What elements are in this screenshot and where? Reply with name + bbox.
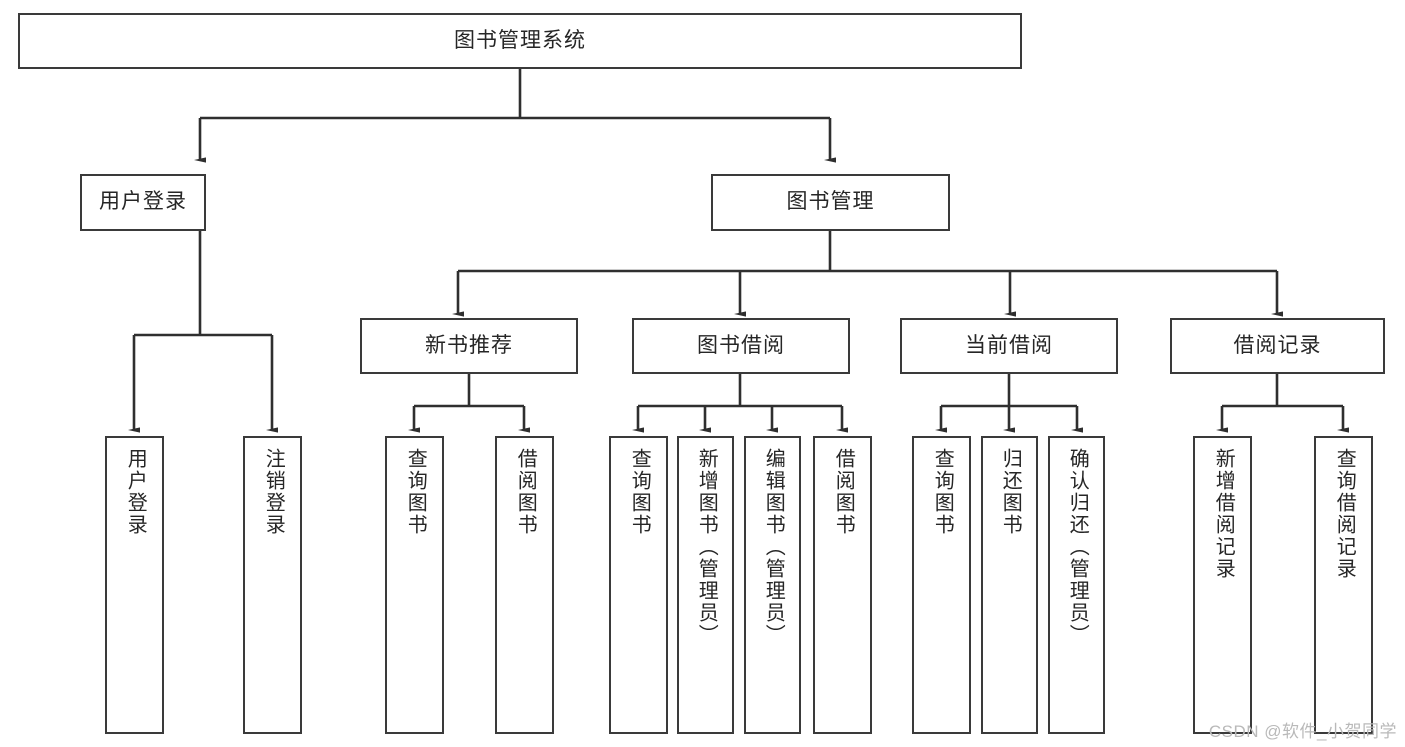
leaf-edit-book-admin[interactable]: 编辑图书（管理员）	[744, 436, 801, 734]
node-label: 新增图书（管理员）	[695, 448, 718, 646]
node-root-library-management-system[interactable]: 图书管理系统	[18, 13, 1022, 69]
node-label: 图书管理	[786, 190, 875, 214]
leaf-logout-login[interactable]: 注销登录	[243, 436, 302, 734]
leaf-query-book-borrow[interactable]: 查询图书	[609, 436, 668, 734]
leaf-borrow-book-recommend[interactable]: 借阅图书	[495, 436, 554, 734]
node-current-borrow[interactable]: 当前借阅	[900, 318, 1118, 374]
node-label: 查询图书	[404, 448, 427, 536]
node-label: 当前借阅	[965, 333, 1053, 357]
node-label: 确认归还（管理员）	[1066, 448, 1089, 646]
node-label: 注销登录	[262, 448, 285, 536]
node-book-management[interactable]: 图书管理	[711, 174, 950, 231]
node-borrow-record[interactable]: 借阅记录	[1170, 318, 1385, 374]
node-label: 借阅图书	[514, 448, 537, 536]
node-label: 查询借阅记录	[1333, 448, 1356, 580]
leaf-query-borrow-record[interactable]: 查询借阅记录	[1314, 436, 1373, 734]
node-user-login[interactable]: 用户登录	[80, 174, 206, 231]
node-label: 新书推荐	[425, 333, 513, 357]
node-label: 归还图书	[999, 448, 1022, 536]
leaf-borrow-book-borrow[interactable]: 借阅图书	[813, 436, 872, 734]
leaf-add-borrow-record[interactable]: 新增借阅记录	[1193, 436, 1252, 734]
leaf-query-book-recommend[interactable]: 查询图书	[385, 436, 444, 734]
leaf-confirm-return-admin[interactable]: 确认归还（管理员）	[1048, 436, 1105, 734]
node-label: 查询图书	[628, 448, 651, 536]
leaf-return-book[interactable]: 归还图书	[981, 436, 1038, 734]
node-label: 借阅记录	[1233, 333, 1322, 357]
node-label: 编辑图书（管理员）	[762, 448, 785, 646]
csdn-watermark: CSDN @软件_小贺同学	[1208, 722, 1397, 741]
node-label: 图书借阅	[697, 333, 785, 357]
node-label: 新增借阅记录	[1212, 448, 1235, 580]
node-label: 用户登录	[124, 448, 147, 536]
node-label: 查询图书	[931, 448, 954, 536]
node-new-book-recommend[interactable]: 新书推荐	[360, 318, 578, 374]
node-label: 借阅图书	[832, 448, 855, 536]
node-label: 图书管理系统	[454, 28, 586, 52]
leaf-user-login[interactable]: 用户登录	[105, 436, 164, 734]
node-label: 用户登录	[99, 190, 187, 214]
node-book-borrow[interactable]: 图书借阅	[632, 318, 850, 374]
leaf-query-book-current[interactable]: 查询图书	[912, 436, 971, 734]
leaf-add-book-admin[interactable]: 新增图书（管理员）	[677, 436, 734, 734]
